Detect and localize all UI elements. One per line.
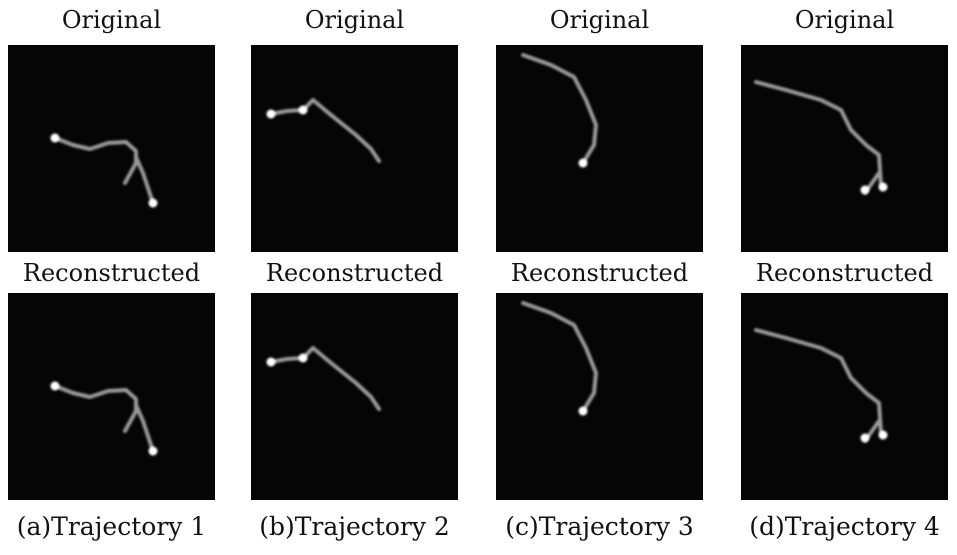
trajectory-line [53, 384, 138, 433]
trajectory-point [148, 446, 158, 456]
trajectory-plot [266, 346, 381, 411]
reconstructed-trajectory-image [741, 293, 948, 500]
trajectory-plot [266, 98, 381, 163]
trajectory-line [134, 403, 155, 453]
panel-caption: (d)Trajectory 4 [749, 512, 940, 541]
panel-caption: (c)Trajectory 3 [505, 512, 694, 541]
reconstructed-trajectory-image [496, 293, 703, 500]
trajectory-line [269, 346, 381, 411]
trajectory-point [266, 109, 276, 119]
trajectory-point [148, 198, 158, 208]
trajectory-plot [754, 80, 888, 195]
trajectory-line [269, 98, 381, 163]
trajectory-point [50, 133, 60, 143]
reconstructed-trajectory-image [251, 293, 458, 500]
trajectory-point [298, 353, 308, 363]
trajectory-point [298, 105, 308, 115]
reconstructed-label: Reconstructed [755, 259, 934, 287]
trajectory-plot [50, 133, 158, 208]
original-trajectory-image [251, 45, 458, 252]
trajectory-point [578, 158, 588, 168]
reconstructed-trajectory-image [8, 293, 215, 500]
trajectory-point [860, 433, 870, 443]
trajectory-line [53, 136, 138, 185]
reconstructed-label: Reconstructed [265, 259, 444, 287]
original-trajectory-image [741, 45, 948, 252]
trajectory-point [50, 381, 60, 391]
trajectory-plot [50, 381, 158, 456]
panel-caption: (a)Trajectory 1 [16, 512, 207, 541]
trajectory-line [754, 328, 883, 435]
original-label: Original [549, 6, 650, 34]
trajectory-point [578, 406, 588, 416]
original-trajectory-image [8, 45, 215, 252]
trajectory-line [521, 53, 598, 165]
reconstructed-label: Reconstructed [22, 259, 201, 287]
panel-caption: (b)Trajectory 2 [259, 512, 450, 541]
original-label: Original [794, 6, 895, 34]
trajectory-line [134, 155, 155, 205]
trajectory-line [521, 301, 598, 413]
trajectory-point [860, 185, 870, 195]
trajectory-point [878, 182, 888, 192]
trajectory-point [266, 357, 276, 367]
trajectory-plot [754, 328, 888, 443]
trajectory-point [878, 430, 888, 440]
trajectory-line [754, 80, 883, 187]
original-label: Original [61, 6, 162, 34]
original-trajectory-image [496, 45, 703, 252]
reconstructed-label: Reconstructed [510, 259, 689, 287]
trajectory-plot [521, 53, 598, 168]
original-label: Original [304, 6, 405, 34]
trajectory-plot [521, 301, 598, 416]
